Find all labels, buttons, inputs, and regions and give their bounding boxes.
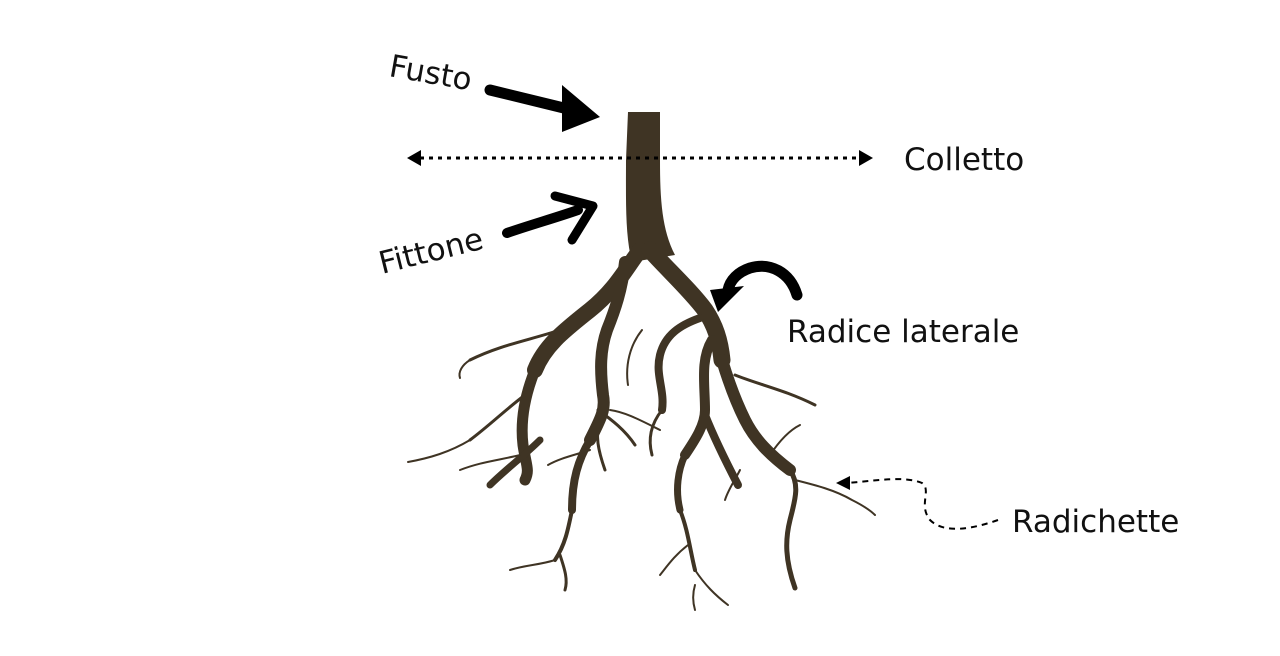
rootlet-17 — [692, 584, 696, 611]
rootlet-7 — [509, 559, 556, 571]
left-second-branch-lower — [568, 436, 594, 514]
right-inner-branch — [680, 335, 717, 460]
right-stub-branch — [701, 411, 742, 489]
taproot-arrow-icon — [502, 191, 598, 245]
rootlet-19 — [784, 467, 799, 591]
rootlet-6 — [553, 508, 574, 562]
rootlet-5 — [459, 454, 521, 471]
rootlet-10 — [596, 418, 607, 472]
rootlet-23 — [626, 329, 643, 386]
rootlet-15 — [694, 569, 729, 606]
rootlet-11 — [547, 449, 591, 466]
center-branch — [654, 314, 704, 414]
stem-label: Fusto — [387, 48, 475, 98]
right-main-branch-lower — [716, 354, 796, 476]
rootlet-1 — [468, 328, 562, 362]
stem-trunk — [625, 112, 675, 262]
collar-label: Colletto — [904, 142, 1024, 178]
rootlet-4 — [407, 439, 471, 463]
root-system — [625, 112, 675, 262]
rootlet-22 — [724, 469, 741, 501]
rootlet-12 — [648, 408, 664, 457]
rootlet-13 — [609, 409, 661, 431]
rootlet-20 — [794, 479, 876, 516]
right-main-branch — [641, 241, 731, 369]
lateral-root-arrow-icon — [710, 260, 803, 312]
rootlets-arrow-icon — [836, 476, 999, 530]
left-main-branch-lower — [516, 364, 541, 486]
root-branches — [407, 241, 876, 611]
rootlet-8 — [558, 553, 568, 592]
stem-arrow-icon — [484, 84, 600, 132]
rootlet-3 — [468, 393, 527, 442]
rootlet-16 — [659, 544, 689, 576]
rootlet-21 — [769, 424, 801, 456]
right-inner-branch-lower — [674, 451, 689, 514]
taproot-label: Fittone — [375, 221, 487, 282]
rootlet-9 — [596, 408, 637, 447]
rootlet-18 — [733, 373, 817, 407]
rootlet-14 — [678, 508, 697, 572]
rootlet-2 — [458, 359, 471, 379]
rootlets-label: Radichette — [1012, 504, 1179, 540]
left-diagonal-branch — [486, 436, 544, 489]
collar-arrow-icon — [407, 150, 873, 166]
lateral-root-label: Radice laterale — [787, 314, 1019, 350]
